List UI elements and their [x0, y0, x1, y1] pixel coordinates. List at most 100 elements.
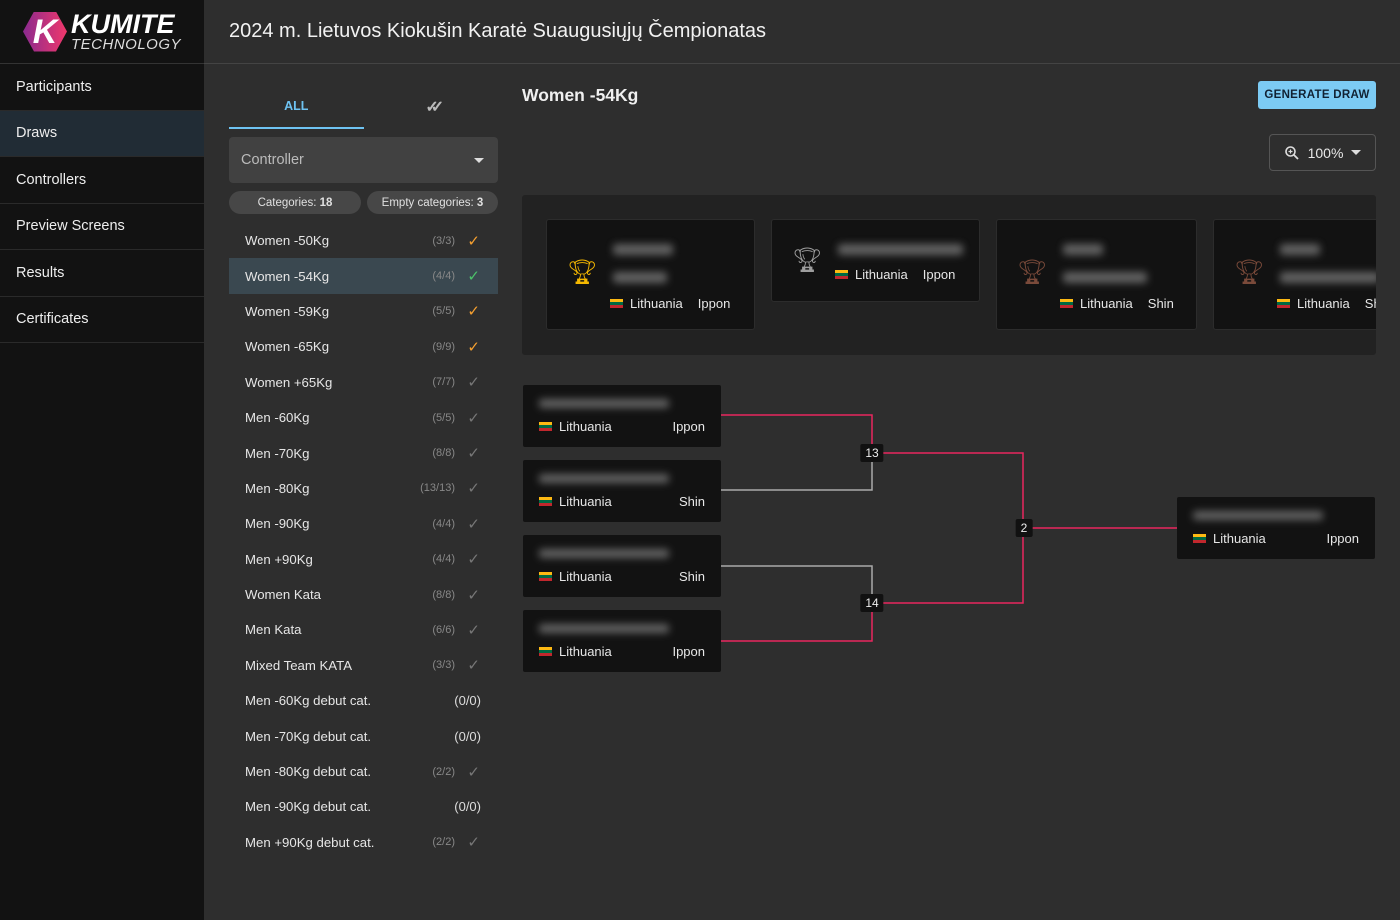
category-name: Men Kata: [245, 622, 302, 638]
participant-name-blurred: [539, 549, 669, 558]
check-icon: ✓: [467, 409, 480, 427]
category-item[interactable]: Women -65Kg (9/9) ✓: [229, 329, 498, 364]
category-name: Men -70Kg: [245, 445, 310, 461]
category-name: Women -59Kg: [245, 303, 330, 319]
category-name: Men -60Kg: [245, 410, 310, 426]
empty-categories-chip: Empty categories: 3: [367, 191, 498, 214]
category-count: (9/9): [432, 340, 455, 353]
lithuania-flag-icon: [1277, 299, 1290, 308]
category-name: Women -65Kg: [245, 339, 330, 355]
category-item[interactable]: Men -80Kg(13/13)✓: [229, 471, 498, 506]
chip-label: Categories:: [257, 196, 317, 209]
category-count: (7/7): [432, 376, 455, 389]
country: Lithuania: [1080, 296, 1133, 311]
category-item[interactable]: Men Kata(6/6)✓: [229, 612, 498, 647]
bracket-line-win: [872, 528, 1024, 604]
category-item[interactable]: Women -59Kg(5/5)✓: [229, 294, 498, 329]
caret-down-icon: [474, 157, 484, 163]
category-name: Men -90Kg debut cat.: [245, 799, 372, 815]
club: Shin: [678, 569, 705, 584]
lithuania-flag-icon: [1060, 299, 1073, 308]
zoom-select[interactable]: 100%: [1269, 134, 1376, 171]
category-name: Mixed Team KATA: [245, 657, 352, 673]
page-title: 2024 m. Lietuvos Kiokušin Karatė Suaugus…: [204, 0, 1400, 64]
sidebar-item-results[interactable]: Results: [0, 250, 204, 297]
category-count: (5/5): [432, 411, 455, 424]
category-item[interactable]: Women -50Kg(3/3)✓: [229, 223, 498, 258]
club: Shin: [1364, 296, 1376, 311]
bracket-line-win: [872, 452, 1024, 528]
category-item[interactable]: Men -70Kg(8/8)✓: [229, 435, 498, 470]
gold-trophy-icon: 🏆︎: [567, 259, 598, 286]
match-number[interactable]: 13: [860, 444, 884, 462]
logo: K KUMITE TECHNOLOGY: [0, 0, 204, 64]
check-icon: ✓: [467, 374, 480, 392]
country: Lithuania: [559, 419, 612, 434]
country: Lithuania: [855, 267, 908, 282]
chip-label: Empty categories:: [381, 196, 474, 209]
lithuania-flag-icon: [539, 497, 552, 506]
categories-chip: Categories: 18: [229, 191, 361, 214]
category-item[interactable]: Men -90Kg debut cat. (0/0): [229, 789, 498, 824]
tab-all[interactable]: ALL: [229, 84, 364, 129]
category-name: Men -60Kg debut cat.: [245, 693, 372, 709]
category-name: Men +90Kg debut cat.: [245, 834, 375, 850]
participant-name-blurred: [539, 399, 669, 408]
category-name: Men -80Kg: [245, 480, 310, 496]
category-item[interactable]: Men -90Kg(4/4)✓: [229, 506, 498, 541]
category-item[interactable]: Women Kata(8/8)✓: [229, 577, 498, 612]
match-number[interactable]: 2: [1015, 519, 1033, 537]
category-name: Women Kata: [245, 587, 321, 603]
country: Lithuania: [630, 296, 683, 311]
participant-name-blurred: [539, 474, 669, 483]
generate-draw-button[interactable]: GENERATE DRAW: [1258, 81, 1376, 109]
tab-completed[interactable]: ✓✓: [364, 84, 499, 129]
check-icon: ✓: [467, 338, 480, 356]
participant-name-blurred: [1193, 511, 1323, 520]
chip-value: 18: [319, 196, 333, 209]
category-item[interactable]: Men -70Kg debut cat.(0/0): [229, 718, 498, 753]
category-count: (5/5): [432, 305, 455, 318]
category-item[interactable]: Men +90Kg debut cat.(2/2)✓: [229, 825, 498, 860]
match-number[interactable]: 14: [860, 594, 884, 612]
category-count: (6/6): [432, 623, 455, 636]
category-item[interactable]: Men -60Kg (5/5) ✓: [229, 400, 498, 435]
category-item[interactable]: Women -54Kg(4/4)✓: [229, 258, 498, 294]
category-item[interactable]: Mixed Team KATA(3/3)✓: [229, 648, 498, 683]
category-count: (3/3): [432, 659, 455, 672]
category-count: (3/3): [432, 234, 455, 247]
sidebar-item-participants[interactable]: Participants: [0, 64, 204, 111]
check-icon: ✓: [467, 480, 480, 498]
category-item[interactable]: Men -80Kg debut cat.(2/2)✓: [229, 754, 498, 789]
controller-select[interactable]: Controller: [229, 137, 498, 183]
category-count: (0/0): [454, 799, 481, 815]
category-count: (2/2): [432, 765, 455, 778]
bronze-trophy-icon: 🏆︎: [1234, 259, 1265, 286]
club: Shin: [678, 494, 705, 509]
category-name: Men -70Kg debut cat.: [245, 728, 372, 744]
caret-down-icon: [1351, 150, 1362, 155]
lithuania-flag-icon: [610, 299, 623, 308]
category-item[interactable]: Women +65Kg (7/7) ✓: [229, 365, 498, 400]
logo-subtitle: TECHNOLOGY: [70, 36, 181, 53]
category-item[interactable]: Men +90Kg(4/4)✓: [229, 542, 498, 577]
category-name: Women +65Kg: [245, 374, 333, 390]
check-icon: ✓: [467, 232, 480, 250]
zoom-value: 100%: [1307, 144, 1344, 161]
category-count: (4/4): [432, 270, 455, 283]
check-icon: ✓: [467, 268, 480, 286]
sidebar-item-certificates[interactable]: Certificates: [0, 297, 204, 343]
category-item[interactable]: Men -60Kg debut cat.(0/0): [229, 683, 498, 718]
check-icon: ✓: [467, 551, 480, 569]
sidebar-item-preview-screens[interactable]: Preview Screens: [0, 204, 204, 250]
lithuania-flag-icon: [539, 572, 552, 581]
sidebar-item-controllers[interactable]: Controllers: [0, 157, 204, 204]
sidebar-item-draws[interactable]: Draws: [0, 110, 204, 157]
